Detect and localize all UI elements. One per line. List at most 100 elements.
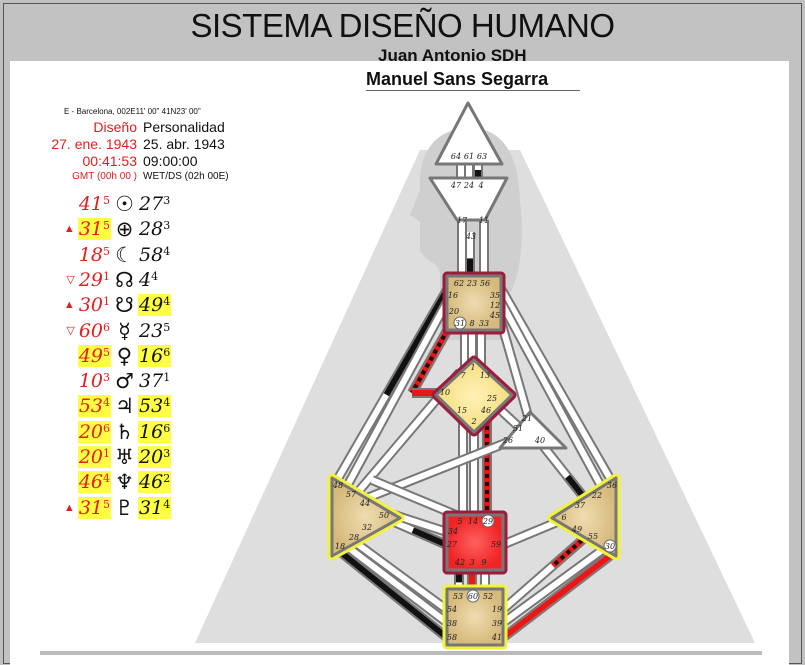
design-cell: ▲301 <box>0 294 111 318</box>
gate-number: 37 <box>139 370 164 393</box>
gate-61: 61 <box>464 152 474 161</box>
line-number: 6 <box>163 345 171 359</box>
line-number: 5 <box>103 219 110 233</box>
design-gate: 291 <box>78 269 111 291</box>
gate-39: 39 <box>492 619 502 628</box>
activation-circle <box>466 589 480 603</box>
design-cell: ▽606 <box>0 320 111 344</box>
line-number: 3 <box>163 194 171 207</box>
planet-row-venus: 495 ♀ 166 <box>0 343 240 369</box>
personality-gate: 166 <box>138 420 172 443</box>
design-cell: ▲315 <box>0 496 111 521</box>
gate-31: 31 <box>455 319 465 328</box>
gate-52: 52 <box>483 592 493 601</box>
personality-timezone: WET/DS (02h 00E) <box>143 171 229 182</box>
gate-56: 56 <box>480 279 490 288</box>
gate-41: 41 <box>491 633 502 642</box>
gate-53: 53 <box>453 592 463 601</box>
gate-6: 6 <box>561 513 566 522</box>
sun-icon: ☉ <box>115 192 134 216</box>
gate-17: 17 <box>457 216 468 225</box>
birth-location: E - Barcelona, 002E11' 00" 41N23' 00" <box>64 107 201 116</box>
gate-5: 5 <box>457 517 462 526</box>
gate-55: 55 <box>588 532 598 541</box>
north-node-icon: ☊ <box>115 267 134 292</box>
personality-gate: 203 <box>138 446 172 468</box>
gate-19: 19 <box>492 605 502 614</box>
channel <box>341 541 454 629</box>
gate-16: 16 <box>448 291 458 300</box>
gate-7: 7 <box>460 371 466 380</box>
design-gate: 415 <box>78 193 111 215</box>
gate-22: 22 <box>591 491 602 500</box>
gate-number: 31 <box>139 496 164 519</box>
design-timezone: GMT (00h 00 ) <box>72 171 137 182</box>
design-gate: 201 <box>77 446 111 468</box>
channel <box>495 316 533 418</box>
gate-37: 37 <box>575 501 586 510</box>
gate-number: 16 <box>139 420 164 443</box>
root-center <box>442 584 508 650</box>
planet-row-jupiter: 534 ♃ 534 <box>0 394 240 419</box>
line-number: 3 <box>163 219 171 233</box>
design-cell: 534 <box>0 395 111 419</box>
gate-number: 46 <box>78 471 103 494</box>
planet-row-mercury: ▽606 ☿ 235 <box>0 319 240 344</box>
venus-icon: ♀ <box>116 343 133 368</box>
planet-row-neptune: 464 ♆ 462 <box>0 470 240 495</box>
neptune-icon: ♆ <box>115 470 134 495</box>
design-gate: 495 <box>77 344 111 367</box>
activation-circle <box>453 316 467 330</box>
gate-51: 51 <box>513 424 523 433</box>
design-cell: 206 <box>0 420 111 445</box>
personality-gate: 534 <box>138 395 172 418</box>
design-gate: 315 <box>77 218 111 241</box>
gate-number: 10 <box>78 370 103 393</box>
gate-35: 35 <box>490 291 500 300</box>
gate-45: 45 <box>489 311 500 320</box>
channel <box>496 548 619 644</box>
gate-64: 64 <box>451 152 461 161</box>
gate-15: 15 <box>457 406 467 415</box>
design-gate: 103 <box>78 370 111 392</box>
gate-62: 62 <box>454 279 464 288</box>
activation-marker: ▲ <box>63 299 75 312</box>
activation-marker: ▲ <box>63 501 75 514</box>
gate-11: 11 <box>479 216 489 225</box>
person-name: Manuel Sans Segarra <box>366 69 580 91</box>
design-gate: 185 <box>78 244 111 266</box>
gate-58: 58 <box>447 633 457 642</box>
gate-29: 29 <box>482 517 493 526</box>
gate-number: 20 <box>78 446 103 468</box>
line-number: 5 <box>163 320 171 334</box>
line-number: 1 <box>103 295 110 309</box>
gate-4: 4 <box>477 181 483 190</box>
design-time: 00:41:53 <box>82 153 138 169</box>
gate-57: 57 <box>346 490 357 499</box>
activation-marker: ▽ <box>66 273 75 286</box>
planet-row-pluto: ▲315 ♇ 314 <box>0 496 240 521</box>
line-number: 4 <box>163 497 171 511</box>
moon-icon: ☾ <box>115 242 134 267</box>
personality-gate: 584 <box>138 244 171 266</box>
design-gate: 464 <box>77 471 111 494</box>
gate-number: 29 <box>78 268 103 291</box>
gate-number: 16 <box>139 344 164 367</box>
gate-number: 58 <box>139 243 164 266</box>
personality-gate: 371 <box>138 370 171 392</box>
personality-gate: 166 <box>138 344 172 367</box>
gate-number: 49 <box>139 294 164 317</box>
gate-54: 54 <box>447 605 457 614</box>
planet-row-north-node: ▽291 ☊ 44 <box>0 267 240 293</box>
gate-21: 21 <box>521 414 532 423</box>
design-cell: ▲315 <box>0 218 111 242</box>
activation-marker: ▲ <box>63 223 75 236</box>
design-cell: 415 <box>0 193 111 217</box>
design-cell: 103 <box>0 370 111 394</box>
activation-circle <box>603 539 617 553</box>
line-number: 4 <box>163 295 171 309</box>
planet-row-saturn: 206 ♄ 166 <box>0 420 240 445</box>
design-label: Diseño <box>93 119 137 135</box>
planet-row-uranus: 201 ♅ 203 <box>0 445 240 470</box>
